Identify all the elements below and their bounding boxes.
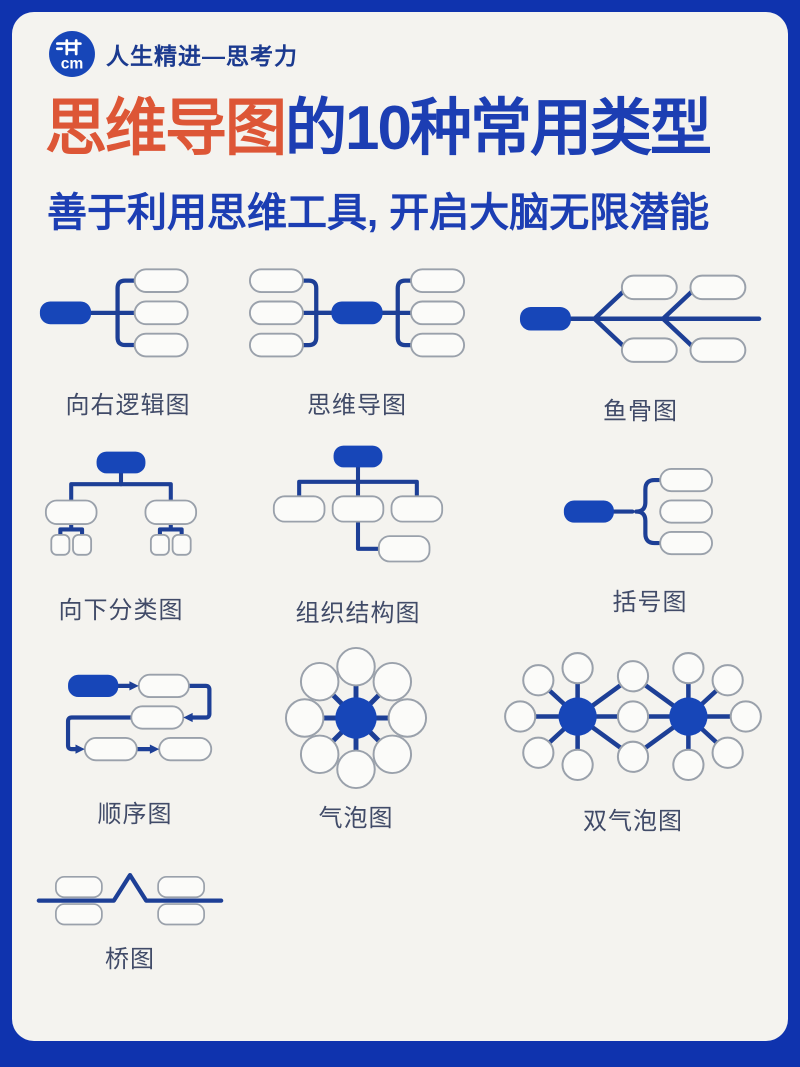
diagram-cell-mind-map: 思维导图: [248, 256, 466, 420]
diagram-cell-bridge: 桥图: [32, 870, 228, 974]
org-chart-diagram-icon: [272, 445, 444, 563]
svg-text:cm: cm: [61, 56, 84, 73]
diagram-label: 鱼骨图: [603, 398, 678, 426]
page-subtitle: 善于利用思维工具, 开启大脑无限潜能: [47, 191, 710, 235]
bracket-diagram-icon: [563, 468, 713, 556]
diagram-label: 向下分类图: [58, 596, 184, 624]
double-bubble-diagram-icon: [504, 652, 762, 781]
title-rest: 的10种常用类型: [285, 94, 712, 163]
diagram-cell-bubble: 气泡图: [282, 644, 430, 833]
poster-card: [12, 12, 788, 1041]
diagram-label: 气泡图: [318, 805, 394, 832]
page-title: 思维导图的10种常用类型: [45, 94, 765, 163]
diagram-cell-org-chart: 组织结构图: [272, 442, 444, 628]
header: cm 人生精进—思考力: [48, 30, 298, 78]
brand-text: 人生精进—思考力: [106, 43, 298, 69]
diagram-label: 括号图: [612, 589, 688, 617]
diagram-cell-down-class: 向下分类图: [35, 448, 207, 625]
diagram-cell-fishbone: 鱼骨图: [518, 258, 763, 426]
right-logic-diagram-icon: [39, 268, 189, 358]
diagram-cell-right-logic: 向右逻辑图: [38, 256, 218, 420]
title-highlight: 思维导图: [45, 94, 287, 163]
diagram-cell-bracket: 括号图: [562, 456, 738, 617]
diagram-label: 思维导图: [307, 392, 407, 420]
brand-logo-icon: cm: [49, 31, 95, 77]
fishbone-diagram-icon: [519, 274, 762, 363]
diagram-label: 顺序图: [97, 801, 173, 829]
diagram-label: 双气泡图: [583, 808, 683, 836]
down-classification-diagram-icon: [44, 451, 198, 556]
bridge-diagram-icon: [36, 872, 224, 926]
diagram-cell-double-bubble: 双气泡图: [492, 644, 774, 836]
diagram-label: 桥图: [105, 946, 155, 974]
bubble-diagram-icon: [284, 646, 428, 790]
diagram-cell-sequence: 顺序图: [42, 658, 228, 829]
diagram-label: 向右逻辑图: [65, 392, 191, 420]
mind-map-diagram-icon: [248, 268, 466, 358]
sequence-diagram-icon: [65, 673, 213, 762]
diagram-label: 组织结构图: [295, 599, 421, 627]
